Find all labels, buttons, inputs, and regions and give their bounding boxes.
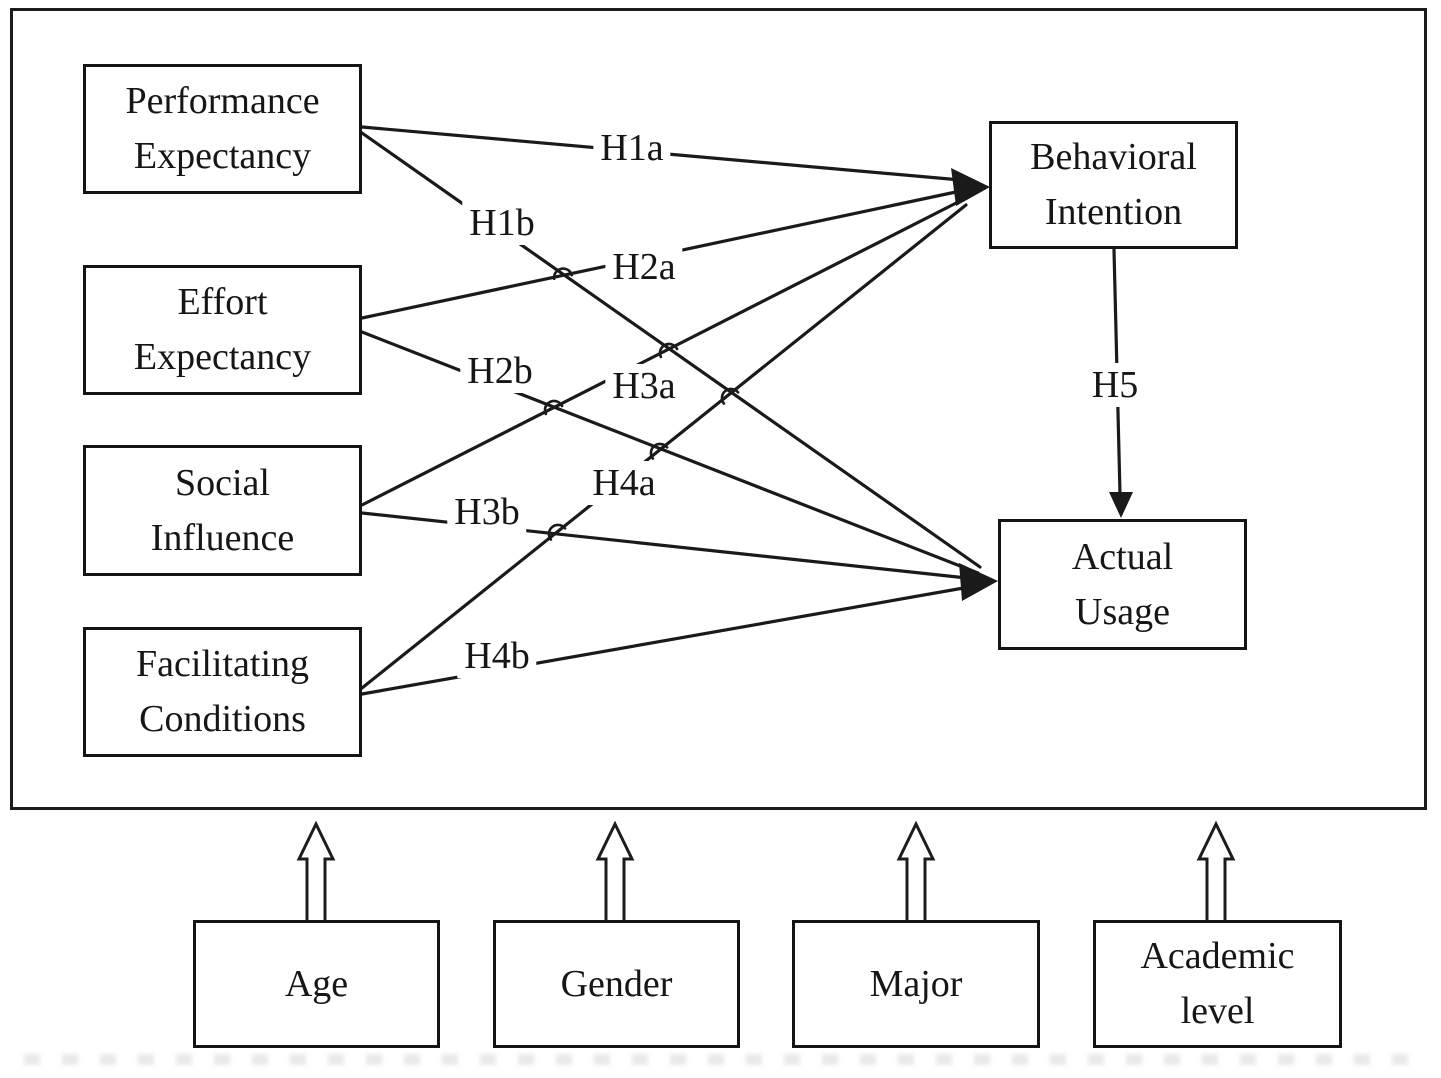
- box-label-line: level: [1180, 990, 1255, 1032]
- arrow-line-fc-to-bi: [360, 203, 968, 690]
- hypothesis-label-h4b: H4b: [457, 634, 537, 678]
- box-major: Major: [792, 920, 1040, 1048]
- box-label-line: Influence: [150, 516, 295, 559]
- moderator-arrow-age-icon: [296, 820, 336, 924]
- hypothesis-label-h5: H5: [1084, 363, 1146, 407]
- box-academic-level: Academic level: [1093, 920, 1342, 1048]
- box-label-line: Major: [869, 962, 963, 1005]
- box-label-line: Age: [284, 962, 349, 1005]
- line-crossing-hop: [658, 342, 679, 359]
- box-age: Age: [193, 920, 440, 1048]
- line-crossing-hop: [543, 399, 564, 416]
- box-label-line: Facilitating: [135, 643, 310, 685]
- line-crossing-hop: [720, 387, 740, 405]
- moderator-arrow-academic-level-icon: [1196, 820, 1236, 924]
- hypothesis-label-h1b: H1b: [462, 201, 542, 245]
- arrowhead-into-actual-usage-icon: [959, 563, 998, 601]
- box-performance-expectancy: Performance Expectancy: [83, 64, 362, 194]
- model-boundary-frame: [10, 8, 1427, 810]
- arrowhead-h5-icon: [1109, 492, 1133, 518]
- box-behavioral-intention: Behavioral Intention: [989, 121, 1238, 249]
- box-label-line: Conditions: [139, 698, 306, 740]
- box-label-line: Behavioral: [1030, 136, 1197, 178]
- line-crossing-hop: [552, 267, 574, 281]
- box-actual-usage: Actual Usage: [998, 519, 1247, 650]
- box-label-line: Effort: [177, 281, 268, 323]
- hypothesis-label-h2b: H2b: [460, 349, 540, 393]
- box-label-line: Academic: [1140, 935, 1295, 977]
- box-label-line: Intention: [1044, 191, 1183, 233]
- arrow-line-si-to-bi: [360, 195, 970, 507]
- box-label-line: Expectancy: [133, 336, 312, 378]
- arrow-line-fc-to-au: [360, 584, 977, 696]
- hypothesis-label-h2a: H2a: [605, 245, 683, 289]
- hypothesis-label-h1a: H1a: [593, 126, 671, 170]
- line-crossing-hop: [649, 442, 669, 460]
- box-label-line: Gender: [560, 962, 673, 1005]
- arrowhead-into-behavioral-intention-icon: [951, 168, 990, 206]
- box-gender: Gender: [493, 920, 740, 1048]
- box-label-line: Performance: [125, 80, 320, 122]
- box-label-line: Usage: [1075, 590, 1170, 633]
- box-label-line: Actual: [1071, 535, 1174, 578]
- box-social-influence: Social Influence: [83, 445, 362, 576]
- hypothesis-label-h3a: H3a: [605, 364, 683, 408]
- hypothesis-label-h4a: H4a: [585, 461, 663, 505]
- box-effort-expectancy: Effort Expectancy: [83, 265, 362, 395]
- line-crossing-hop: [547, 523, 567, 541]
- moderator-arrow-gender-icon: [595, 820, 635, 924]
- cropped-caption-artifact: [24, 1054, 1414, 1065]
- box-facilitating-conditions: Facilitating Conditions: [83, 627, 362, 757]
- box-label-line: Social: [175, 461, 270, 504]
- hypothesis-label-h3b: H3b: [447, 490, 527, 534]
- box-label-line: Expectancy: [133, 135, 312, 177]
- moderator-arrow-major-icon: [896, 820, 936, 924]
